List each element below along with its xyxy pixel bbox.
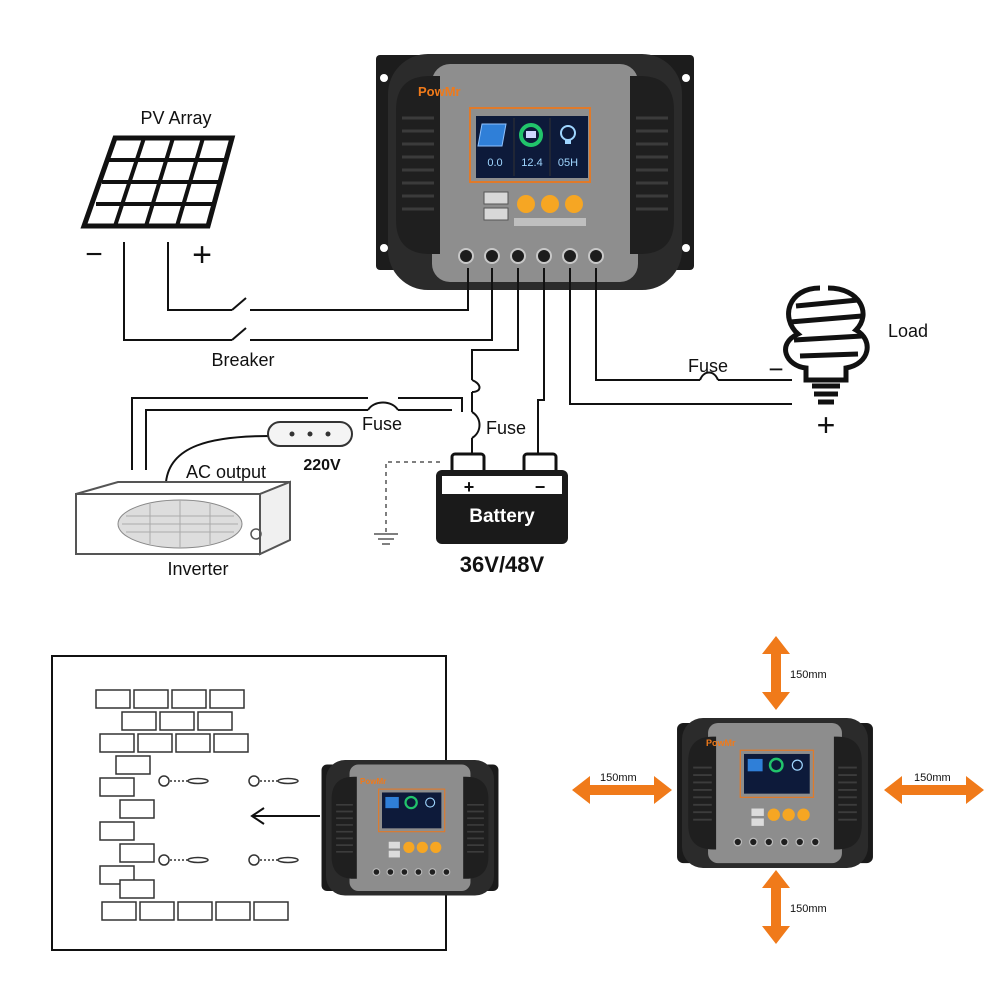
arrow-right-icon (884, 776, 984, 804)
lcd-battery-value: 12.4 (521, 157, 542, 169)
screw-anchors (158, 775, 299, 866)
brand-logo: PowMr (418, 84, 461, 99)
battery-icon (436, 452, 568, 544)
load-fuse-label: Fuse (688, 356, 728, 376)
bulb-load-icon (783, 285, 870, 405)
load-plus-sign: + (817, 407, 836, 443)
charge-controller: PowMr 0.0 12.4 05H (376, 54, 694, 290)
brick-wall (95, 689, 289, 921)
clearance-brand-logo: PowMr (706, 738, 736, 748)
load-label: Load (888, 321, 928, 341)
battery-fuse-label: Fuse (486, 418, 526, 438)
breaker-label: Breaker (211, 350, 274, 370)
pv-wires (123, 242, 493, 341)
menu-button (517, 195, 535, 213)
mount-direction-arrow (250, 807, 320, 825)
lcd-load-value: 05H (558, 157, 578, 169)
load-wires (569, 268, 792, 405)
ac-output-label: AC output (186, 462, 266, 482)
usb-ports (483, 191, 509, 221)
inverter-icon (75, 480, 291, 556)
inverter-wires (131, 397, 463, 483)
clearance-right-label: 150mm (914, 772, 951, 784)
clearance-left-label: 150mm (600, 772, 637, 784)
lcd-pv-value: 0.0 (487, 157, 502, 169)
inverter-fuse-label: Fuse (362, 414, 402, 434)
arrow-down-icon (762, 870, 790, 944)
ground-icon (374, 461, 440, 545)
mounted-brand-logo: PowMr (360, 777, 386, 786)
voltage-220-label: 220V (303, 457, 341, 474)
load-minus-sign: − (768, 354, 783, 384)
arrow-up-icon (762, 636, 790, 710)
ac-outlet-icon (267, 421, 353, 447)
wall-mount-illustration: PowMr (51, 655, 500, 951)
battery-minus-sign: − (535, 477, 546, 497)
terminal-screws (458, 248, 604, 264)
down-button (565, 195, 583, 213)
pv-plus-sign: + (192, 236, 212, 274)
pv-array-label: PV Array (140, 108, 211, 128)
battery-label: Battery (469, 506, 535, 527)
pv-minus-sign: − (85, 238, 103, 271)
arrow-left-icon (572, 776, 672, 804)
solar-panel-icon (477, 123, 507, 147)
pv-array-icon (80, 135, 236, 229)
battery-wires (471, 268, 545, 456)
clearance-bottom-label: 150mm (790, 903, 827, 915)
mounted-controller (320, 758, 500, 897)
battery-voltage-label: 36V/48V (460, 552, 545, 577)
battery-plus-sign: + (464, 477, 475, 497)
bulb-icon (560, 125, 576, 144)
up-button (541, 195, 559, 213)
clearance-illustration: PowMr 150mm 150mm 150mm 150mm (572, 636, 984, 944)
clearance-top-label: 150mm (790, 669, 827, 681)
battery-cycle-icon (519, 123, 543, 147)
inverter-label: Inverter (167, 559, 228, 579)
